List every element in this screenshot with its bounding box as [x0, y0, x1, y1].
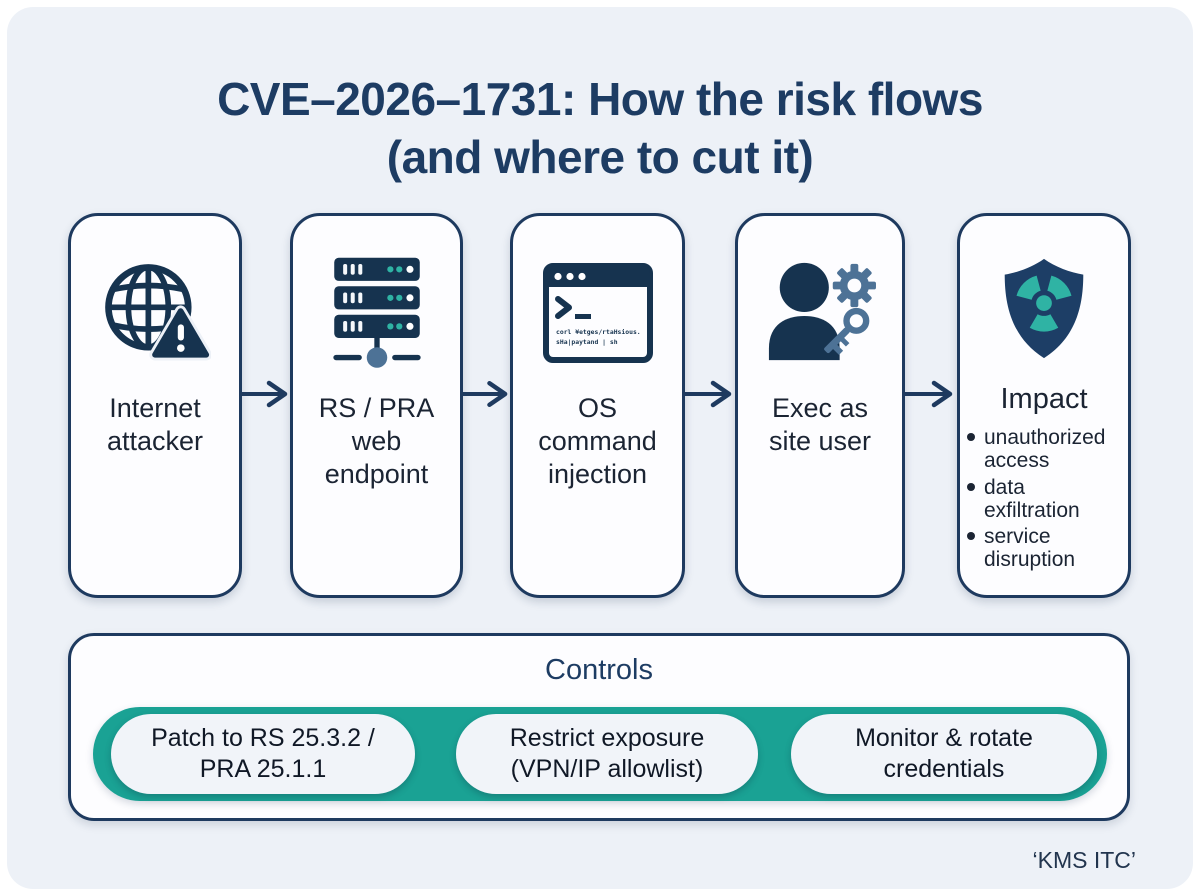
- flow-box-label: Exec as site user: [768, 393, 872, 456]
- flow-box-exec-as-site-user: Exec as site user: [735, 213, 905, 598]
- terminal-icon: corl ¥etges/rtaHsious. sHa|paytand | sh: [542, 254, 654, 372]
- terminal-code-line-2: sHa|paytand | sh: [556, 338, 618, 347]
- flow-arrow-icon: [905, 380, 953, 408]
- flow-arrow-icon: [240, 380, 288, 408]
- flow-box-internet-attacker: Internet attacker: [68, 213, 242, 598]
- flow-box-os-command-injection: corl ¥etges/rtaHsious. sHa|paytand | sh …: [510, 213, 685, 598]
- flow-box-label: Impact: [1000, 383, 1088, 415]
- shield-radiation-icon: [989, 250, 1099, 368]
- page-title: CVE–2026–1731: How the risk flows (and w…: [217, 73, 983, 184]
- impact-bullet-list: unauthorized access data exfiltration se…: [965, 426, 1123, 574]
- flow-box-impact: Impact unauthorized access data exfiltra…: [957, 213, 1131, 598]
- server-stack-icon: [328, 254, 426, 372]
- flow-box-label: Internet attacker: [106, 393, 204, 456]
- controls-title: Controls: [545, 654, 653, 686]
- terminal-code-line-1: corl ¥etges/rtaHsious.: [556, 328, 641, 336]
- flow-box-label: OS command injection: [538, 393, 657, 489]
- impact-bullet: data exfiltration: [965, 476, 1123, 522]
- controls-band: Patch to RS 25.3.2 / PRA 25.1.1 Restrict…: [93, 707, 1107, 801]
- flow-box-web-endpoint: RS / PRA web endpoint: [290, 213, 463, 598]
- impact-bullet: unauthorized access: [965, 426, 1123, 472]
- attribution-text: ‘KMS ITC’: [1032, 847, 1137, 873]
- flow-arrow-icon: [684, 380, 732, 408]
- impact-bullet: service disruption: [965, 525, 1123, 571]
- control-pill-patch: Patch to RS 25.3.2 / PRA 25.1.1: [111, 714, 415, 794]
- control-pill-restrict-exposure: Restrict exposure (VPN/IP allowlist): [456, 714, 758, 794]
- flow-box-label: RS / PRA web endpoint: [318, 393, 435, 489]
- flow-arrow-icon: [461, 381, 508, 407]
- user-gear-key-icon: [761, 254, 879, 372]
- control-pill-monitor-rotate: Monitor & rotate credentials: [791, 714, 1097, 794]
- controls-panel: Controls Patch to RS 25.3.2 / PRA 25.1.1…: [68, 633, 1130, 821]
- globe-warning-icon: [99, 254, 211, 372]
